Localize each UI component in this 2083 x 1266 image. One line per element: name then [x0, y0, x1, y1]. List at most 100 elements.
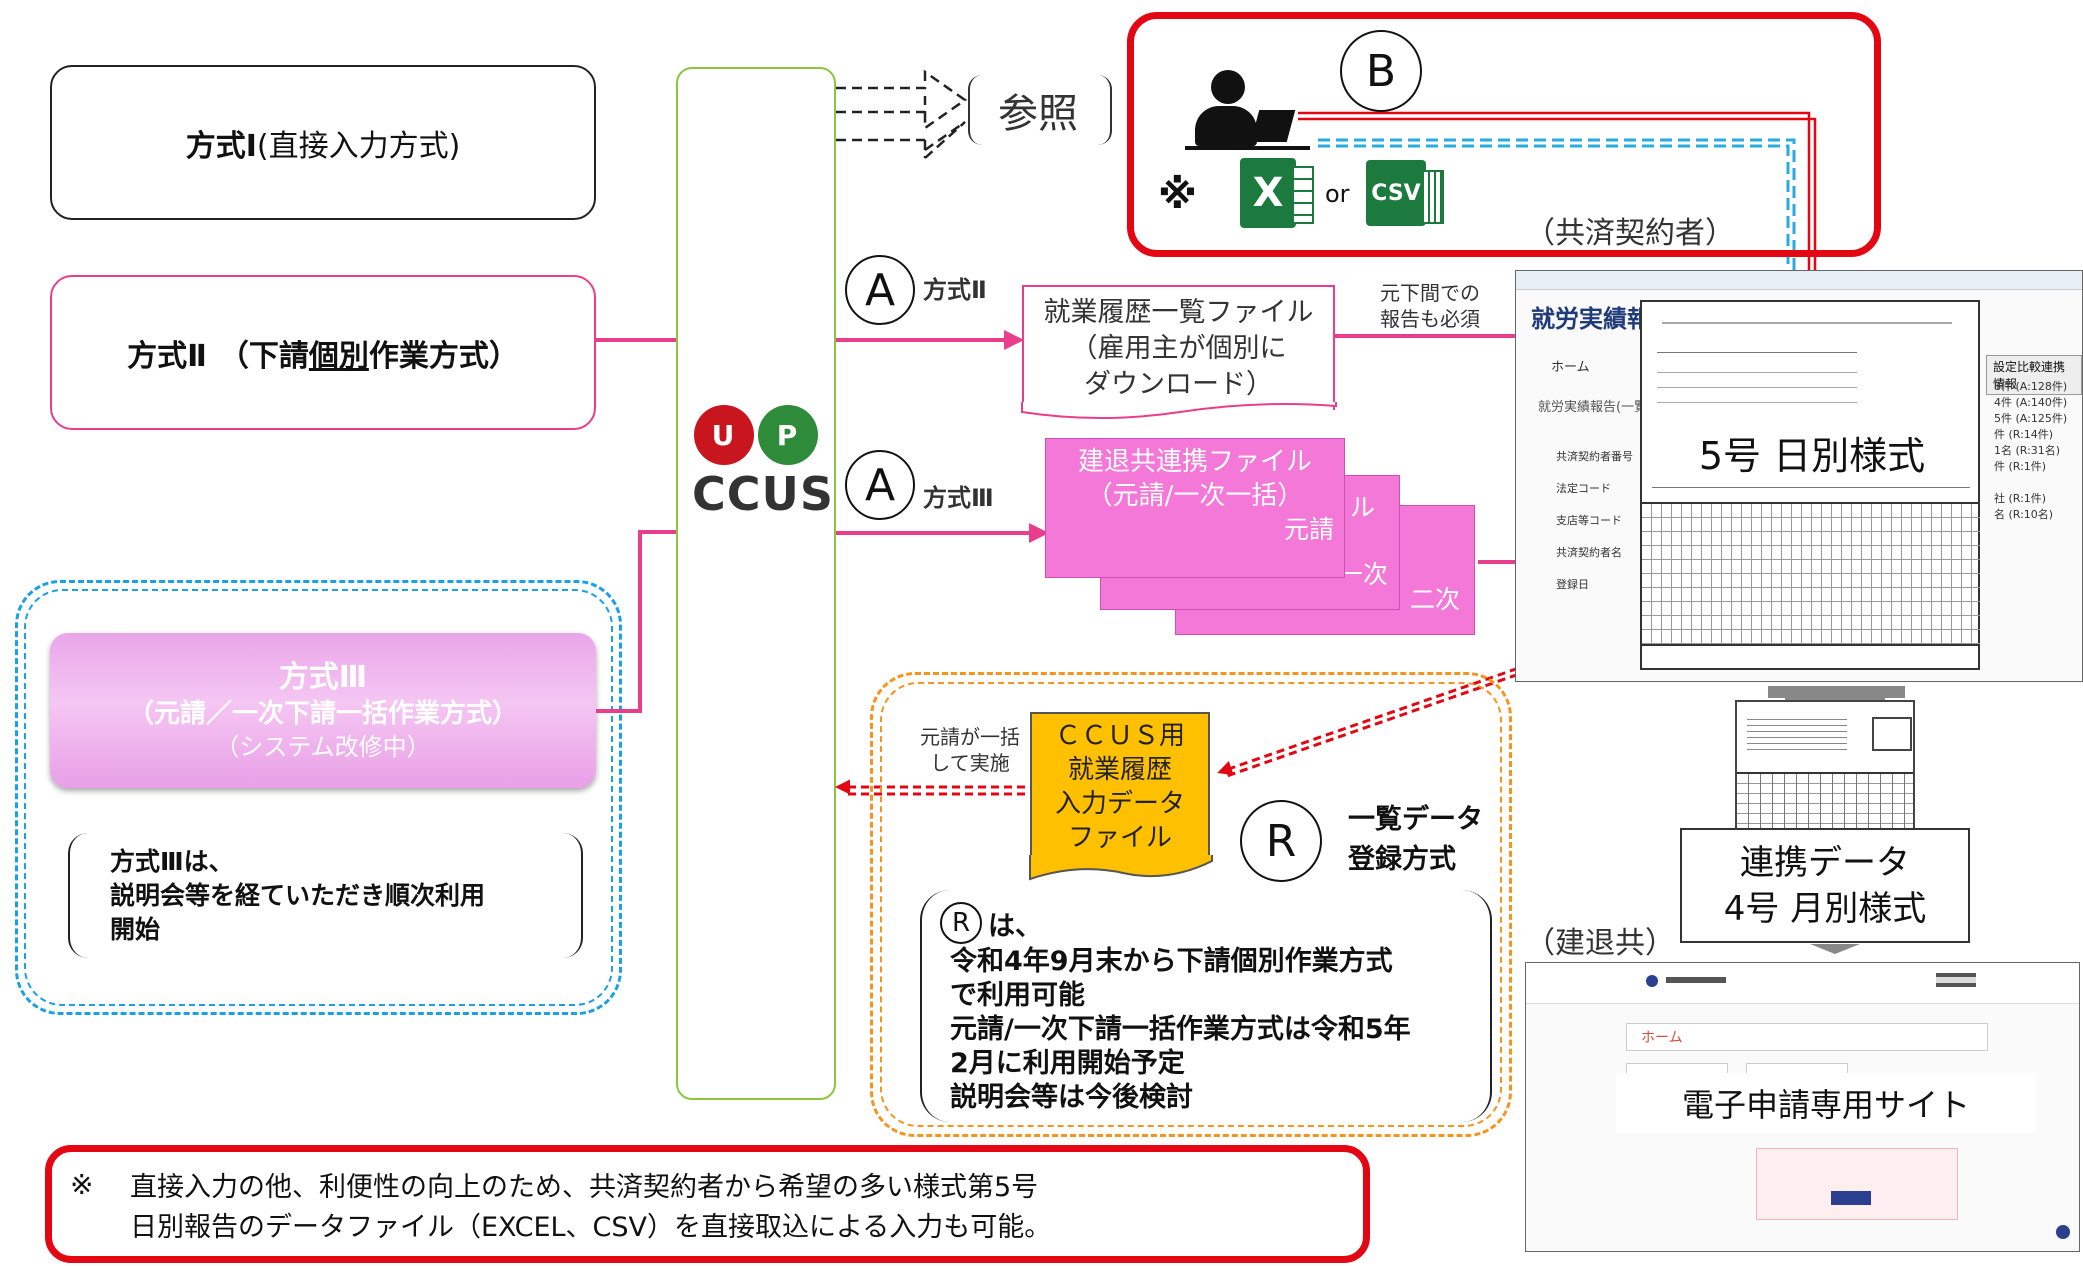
screen-side-list: 8件 (A:128件) 4件 (A:140件) 5件 (A:125件) 件 (R…: [1994, 379, 2067, 523]
ccus-logo-u: U: [711, 418, 735, 452]
history-file-wave: [1021, 402, 1337, 419]
method-1-label: 方式Ⅰ: [185, 128, 257, 164]
route-r-letter: R: [1240, 800, 1322, 882]
history-file-line-1: 就業履歴一覧ファイル: [1043, 296, 1314, 328]
kentai-file-second-label: ル: [1350, 493, 1376, 522]
route-b-box: [1127, 12, 1881, 257]
route-b-red-line: [1298, 111, 1811, 298]
history-file-doc: 就業履歴一覧ファイル （雇用主が個別に ダウンロード）: [1022, 285, 1335, 410]
method-3-group: [15, 580, 622, 1015]
route-a-method-2-label: 方式Ⅱ: [923, 276, 987, 304]
method-2-sub-post: 作業方式）: [368, 338, 519, 374]
method-3-sub: （元請／一次下請一括作業方式）: [127, 698, 518, 729]
linked-data-line-1: 連携データ: [1740, 842, 1910, 883]
route-r-label: 一覧データ 登録方式: [1348, 800, 1483, 880]
form-5-sheet: 5号 日別様式: [1640, 300, 1980, 670]
route-r-note-line: 説明会等は今後検討: [950, 1082, 1193, 1113]
e-application-screen: ホーム 電子申請専用サイト: [1525, 962, 2080, 1252]
ccus-input-file: ＣＣＵＳ用 就業履歴 入力データ ファイル: [1030, 712, 1210, 862]
ccus-input-line-4: ファイル: [1067, 823, 1172, 853]
method-3-note-line-1: 方式Ⅲは、: [110, 847, 234, 876]
method-3-title: 方式Ⅲ: [278, 659, 368, 695]
ccus-input-line-3: 入力データ: [1054, 789, 1185, 819]
prime-note-line-2: して実施: [930, 751, 1010, 775]
screen-row-label: 登録日: [1556, 578, 1589, 591]
method-2-sub-emph: 個別: [308, 338, 369, 374]
reference-arrow-bottom: [836, 96, 966, 152]
method-3-box: 方式Ⅲ （元請／一次下請一括作業方式） （システム改修中）: [50, 633, 596, 788]
prime-note-line-1: 元請が一括: [920, 725, 1020, 749]
method-1-box: 方式Ⅰ (直接入力方式): [50, 65, 596, 220]
method-2-label: 方式Ⅱ: [127, 338, 207, 374]
history-file-line-3: ダウンロード）: [1084, 368, 1273, 400]
footnote-mark: ※: [70, 1168, 94, 1201]
kentai-file-tier: 元請: [1283, 515, 1334, 544]
route-r-group: [870, 672, 1512, 1137]
method-3-note-box: 方式Ⅲは、 説明会等を経ていただき順次利用 開始: [68, 833, 583, 958]
method-2-sub-pre: （下請: [218, 338, 309, 374]
screen-side-item: 5件 (A:125件): [1994, 412, 2068, 425]
method-2-box: 方式Ⅱ （下請 個別 作業方式）: [50, 275, 596, 430]
route-r-note-line: で利用可能: [950, 980, 1085, 1011]
screen-right-header: 設定比較連携情報: [1986, 355, 2082, 395]
method-3-group-inner: [24, 589, 613, 1006]
ccus-input-line-1: ＣＣＵＳ用: [1054, 721, 1185, 751]
method-3-note-line-2: 説明会等を経ていただき順次利用: [110, 881, 486, 910]
route-r-note-line: 2月に利用開始予定: [950, 1048, 1185, 1079]
route-r-note-lines: 令和4年9月末から下請個別作業方式 で利用可能 元請/一次下請一括作業方式は令和…: [950, 945, 1411, 1115]
screen-row-labels: 共済契約者番号 法定コード 支店等コード 共済契約者名 登録日: [1556, 441, 1633, 601]
ccus-input-file-wave: [1029, 855, 1213, 881]
reference-arrow-top: [836, 69, 968, 131]
screen-menu-home: ホーム: [1551, 360, 1590, 375]
user-at-computer-icon: [1185, 70, 1310, 150]
ccus-logo-u-mark: [694, 405, 754, 465]
screen-side-item: 件 (R:14件): [1994, 428, 2054, 441]
screen-side-item: 件 (R:1件): [1994, 460, 2047, 473]
contractor-label: （共済契約者）: [1525, 216, 1735, 251]
kentai-file-line-1: 建退共連携ファイル: [1077, 447, 1312, 477]
route-b-or: or: [1325, 180, 1350, 208]
method-3-note-line-3: 開始: [110, 915, 161, 944]
ccus-logo-text: CCUS: [692, 467, 834, 521]
prime-note: 元請が一括 して実施: [905, 724, 1035, 776]
kentai-file-front: 建退共連携ファイル （元請/一次一括） 元請: [1045, 438, 1345, 578]
kentai-file-line-2: （元請/一次一括）: [1086, 481, 1304, 511]
csv-icon: CSV: [1366, 160, 1426, 226]
linked-to-site-arrow: [1810, 944, 1860, 954]
route-a-letter-method-3: A: [845, 450, 915, 520]
route-r-note-line: 令和4年9月末から下請個別作業方式: [950, 946, 1393, 977]
excel-icon: X: [1240, 158, 1296, 228]
form-4-sheet: [1735, 700, 1915, 830]
screen-side-item: 8件 (A:128件): [1994, 380, 2068, 393]
screen-menu-list: 就労実績報告(一覧): [1538, 400, 1653, 415]
ccus-logo-p: P: [776, 418, 798, 452]
ccus-logo: U P CCUS: [688, 405, 833, 525]
subcontractor-note-line-2: 報告も必須: [1380, 307, 1480, 331]
e-site-home: ホーム: [1641, 1030, 1683, 1046]
route-r-note-line: 元請/一次下請一括作業方式は令和5年: [950, 1014, 1411, 1045]
footnote-line-2: 日別報告のデータファイル（EXCEL、CSV）を直接取込による入力も可能。: [130, 1212, 1052, 1243]
history-file-line-2: （雇用主が個別に: [1070, 332, 1287, 364]
route-r-group-inner: [880, 682, 1502, 1127]
route-a-letter-method-2: A: [845, 255, 915, 325]
screen-row-label: 共済契約者名: [1556, 546, 1622, 559]
route-b-asterisk: ※: [1158, 172, 1197, 218]
footnote-text: 直接入力の他、利便性の向上のため、共済契約者から希望の多い様式第5号 日別報告の…: [130, 1168, 1051, 1248]
screen-row-label: 共済契約者番号: [1556, 450, 1633, 463]
footnote-box: [45, 1145, 1370, 1263]
linked-data-line-2: 4号 月別様式: [1723, 888, 1927, 929]
route-b-blue-line: [1318, 138, 1802, 301]
route-b-letter: B: [1340, 30, 1422, 112]
method-1-sub: (直接入力方式): [256, 128, 461, 164]
method-3-connector: [596, 530, 676, 713]
linked-data-box: 連携データ 4号 月別様式: [1680, 828, 1970, 943]
form-5-grid: [1642, 502, 1980, 646]
ccus-input-line-2: 就業履歴: [1067, 755, 1172, 785]
route-r-label-line-1: 一覧データ: [1348, 804, 1483, 835]
ccus-logo-p-mark: [758, 405, 818, 465]
kentai-file-third-tier: 二次: [1410, 585, 1461, 614]
screen-side-item: 1名 (R:31名): [1994, 444, 2061, 457]
screen-titlebar: [1516, 271, 2082, 290]
route-r-note-letter: R: [940, 902, 982, 944]
footnote-line-1: 直接入力の他、利便性の向上のため、共済契約者から希望の多い様式第5号: [130, 1172, 1039, 1203]
